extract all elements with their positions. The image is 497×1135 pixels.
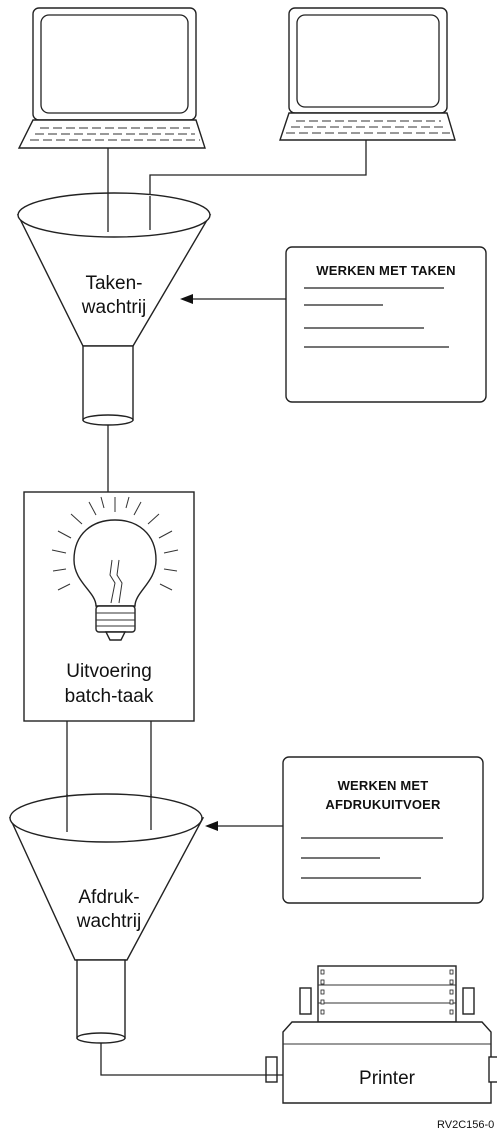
printer-label: Printer	[359, 1068, 416, 1089]
batch-job-label-2: batch-taak	[65, 686, 154, 707]
work-with-jobs-panel	[285, 246, 487, 403]
job-queue-label: Taken-	[85, 273, 142, 294]
printer-icon	[265, 965, 497, 1104]
work-with-output-title: WERKEN MET	[338, 778, 429, 793]
output-queue-label: Afdruk-	[78, 887, 139, 908]
work-with-output-panel	[282, 756, 484, 904]
output-panel-arrow	[205, 821, 283, 831]
lightbulb-icon	[51, 496, 179, 641]
work-with-jobs-title: WERKEN MET TAKEN	[316, 263, 455, 278]
job-queue-label-2: wachtrij	[81, 297, 146, 318]
workstation-right-icon	[279, 7, 456, 141]
output-queue-funnel-icon	[8, 793, 205, 1044]
queue-to-printer-connector	[100, 1043, 283, 1076]
workstation-left-icon	[17, 7, 206, 149]
figure-reference: RV2C156-0	[437, 1119, 494, 1131]
jobs-panel-arrow	[180, 294, 286, 304]
batch-job-label: Uitvoering	[66, 661, 152, 682]
output-queue-label-2: wachtrij	[76, 911, 141, 932]
job-queue-funnel-icon	[16, 192, 212, 426]
work-with-output-title-2: AFDRUKUITVOER	[325, 797, 441, 812]
